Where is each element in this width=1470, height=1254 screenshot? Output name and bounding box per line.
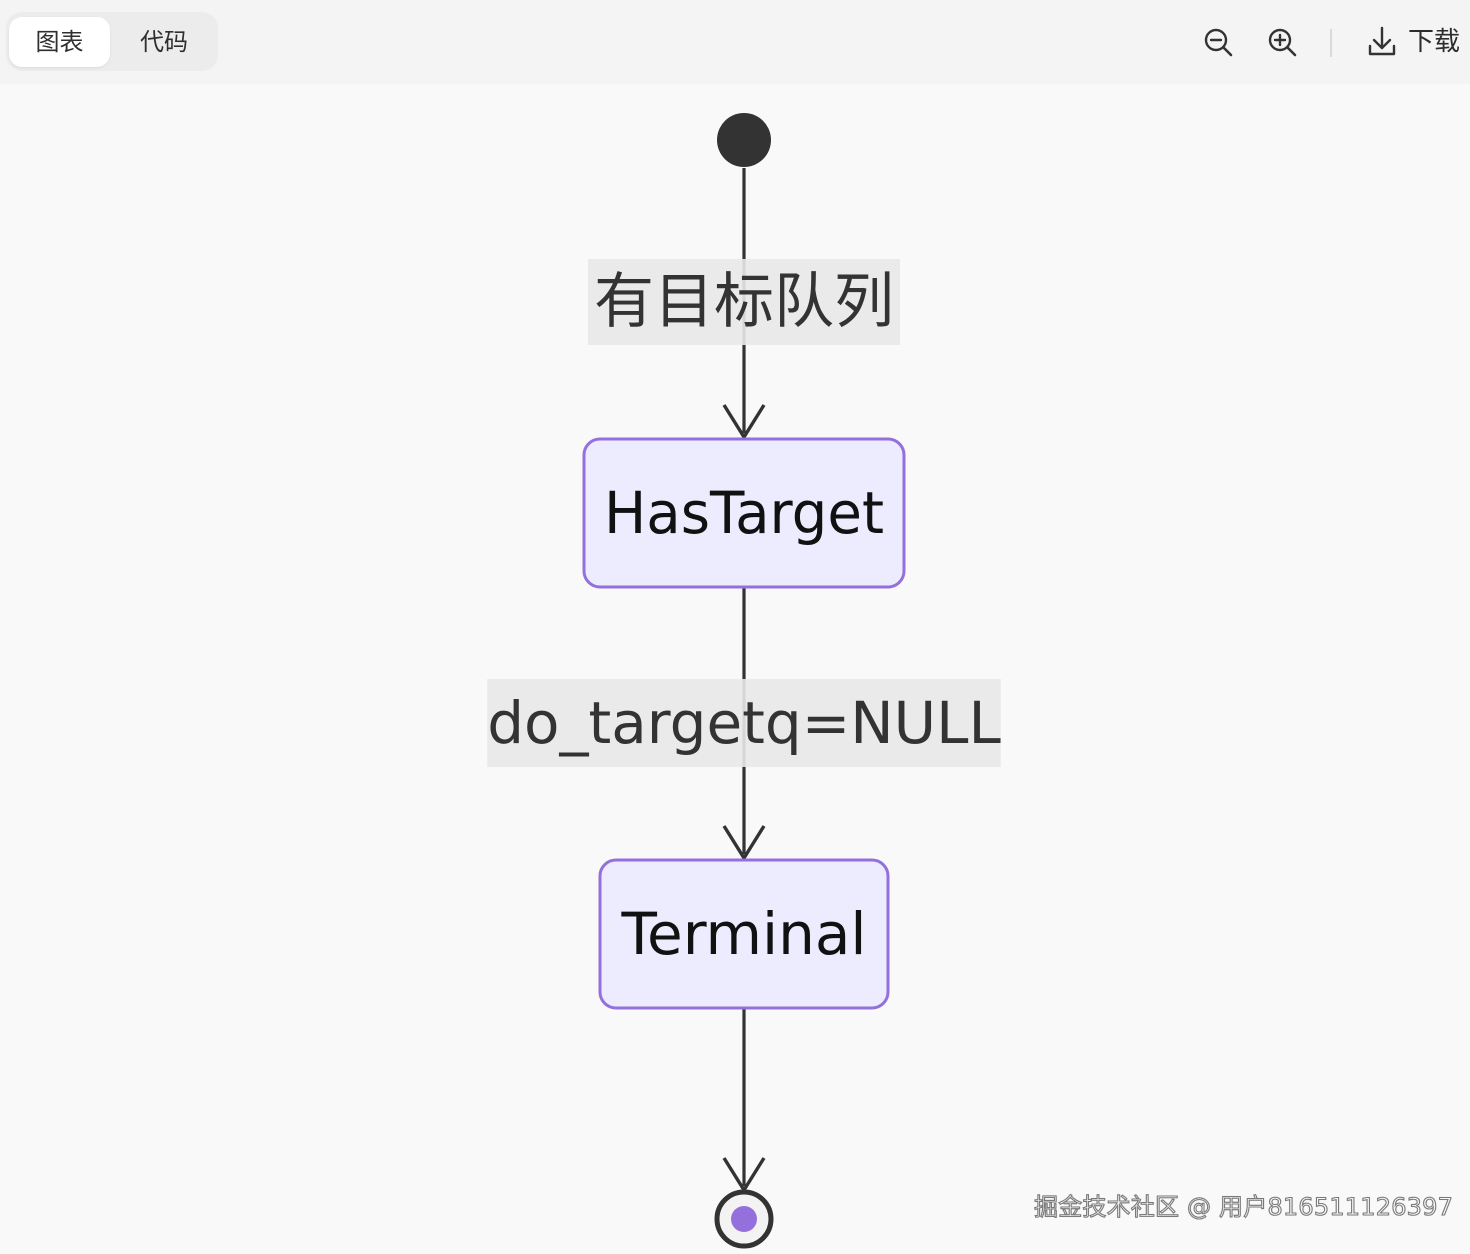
- transition-label: do_targetq=NULL: [487, 689, 1001, 757]
- state-box: [582, 437, 906, 589]
- zoom-out-button[interactable]: [1198, 22, 1238, 62]
- transition-label-bg: [588, 259, 900, 345]
- state-label: HasTarget: [604, 479, 884, 547]
- zoom-out-icon: [1204, 28, 1233, 57]
- toolbar-divider: [1330, 29, 1332, 57]
- watermark: 掘金技术社区 @ 用户816511126397: [1033, 1192, 1454, 1221]
- transition-label: 有目标队列: [594, 267, 894, 337]
- state-box: [598, 858, 890, 1010]
- zoom-in-button[interactable]: [1262, 22, 1302, 62]
- start-node: [717, 113, 771, 167]
- tab-code[interactable]: 代码: [140, 28, 188, 56]
- toolbar: 图表 代码 下载: [0, 0, 1470, 84]
- state-hastarget: HasTarget: [582, 437, 906, 589]
- state-label: Terminal: [620, 900, 866, 968]
- transition-label-bg: [487, 679, 1001, 767]
- transition-HasTarget-to-Terminal: do_targetq=NULL: [487, 587, 1001, 862]
- end-node-core: [731, 1206, 757, 1232]
- download-label: 下载: [1408, 27, 1461, 57]
- end-node: [714, 1189, 774, 1249]
- download-button[interactable]: 下载: [1364, 20, 1466, 64]
- transition-arrowhead: [722, 404, 766, 441]
- transition-start-to-HasTarget: 有目标队列: [588, 168, 900, 441]
- zoom-in-icon: [1268, 28, 1297, 57]
- transition-Terminal-to-end: [722, 1008, 766, 1194]
- transition-arrowhead: [722, 825, 766, 862]
- view-tabs: 图表 代码: [6, 12, 218, 71]
- download-icon: [1368, 26, 1396, 56]
- state-terminal: Terminal: [598, 858, 890, 1010]
- tab-diagram[interactable]: 图表: [9, 17, 110, 67]
